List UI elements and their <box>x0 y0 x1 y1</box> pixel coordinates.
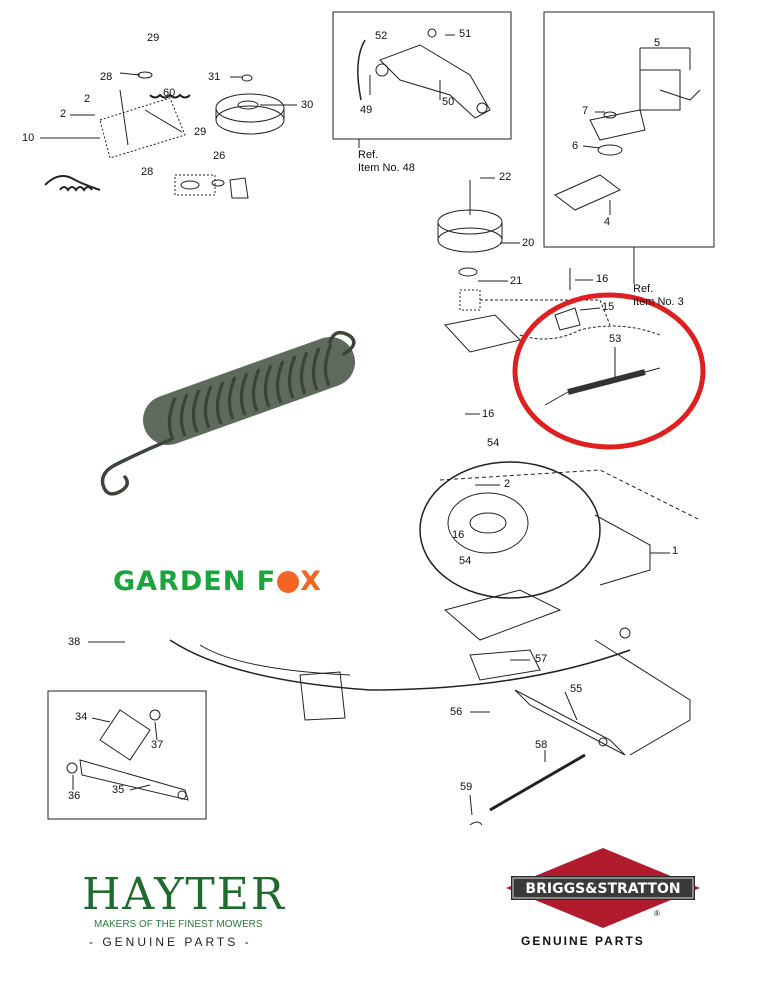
callout-49: 49 <box>360 104 373 116</box>
callout-37: 37 <box>151 739 164 751</box>
callout-26: 26 <box>213 150 226 162</box>
hayter-tagline: MAKERS OF THE FINEST MOWERS <box>94 919 263 930</box>
callout-5: 5 <box>654 37 661 49</box>
callout-53: 53 <box>609 333 622 345</box>
callout-2a: 2 <box>84 93 91 105</box>
ref-48-line-1: Ref. <box>358 149 379 161</box>
spring-product-image <box>100 330 356 496</box>
callout-29a: 29 <box>147 32 160 44</box>
callout-52: 52 <box>375 30 388 42</box>
callout-29b: 29 <box>194 126 207 138</box>
callout-58: 58 <box>535 739 548 751</box>
ref-48-line-2: Item No. 48 <box>358 162 415 174</box>
inset-box-top-center <box>332 11 512 140</box>
callout-56: 56 <box>450 706 463 718</box>
callout-36: 36 <box>68 790 81 802</box>
callout-38: 38 <box>68 636 81 648</box>
ref-item-3: Ref. Item No. 3 <box>633 283 684 309</box>
ref-3-line-2: Item No. 3 <box>633 296 684 308</box>
callout-31: 31 <box>208 71 221 83</box>
ref-3-line-1: Ref. <box>633 283 654 295</box>
hayter-genuine-parts: - GENUINE PARTS - <box>89 935 252 949</box>
callout-54a: 54 <box>487 437 500 449</box>
callout-2c: 2 <box>504 478 511 490</box>
garden-fox-text-part2: X <box>300 566 322 597</box>
fox-head-icon <box>277 571 300 593</box>
callout-1: 1 <box>672 545 679 557</box>
callout-22: 22 <box>499 171 512 183</box>
callout-16a: 16 <box>596 273 609 285</box>
callout-28a: 28 <box>100 71 113 83</box>
callout-16c: 16 <box>452 529 465 541</box>
inset-box-bottom-left <box>47 690 207 820</box>
callout-20: 20 <box>522 237 535 249</box>
callout-30: 30 <box>301 99 314 111</box>
callout-35: 35 <box>112 784 125 796</box>
callout-16b: 16 <box>482 408 495 420</box>
callout-28b: 28 <box>141 166 154 178</box>
callout-59: 59 <box>460 781 473 793</box>
callout-21: 21 <box>510 275 523 287</box>
callout-50: 50 <box>442 96 455 108</box>
hayter-logo: HAYTER <box>82 869 287 920</box>
briggs-genuine-parts: GENUINE PARTS <box>521 934 645 948</box>
ref-item-48: Ref. Item No. 48 <box>358 149 415 175</box>
callout-2b: 2 <box>60 108 67 120</box>
briggs-registered-mark: ® <box>654 909 660 918</box>
callout-6: 6 <box>572 140 579 152</box>
garden-fox-logo: GARDEN F X <box>113 566 322 597</box>
callout-51: 51 <box>459 28 472 40</box>
callout-57: 57 <box>535 653 548 665</box>
callout-34: 34 <box>75 711 88 723</box>
callout-7: 7 <box>582 105 589 117</box>
callout-60: 60 <box>163 87 176 99</box>
highlight-circle <box>512 292 706 450</box>
briggs-stratton-name: BRIGGS&STRATTON <box>525 881 681 897</box>
inset-box-top-right <box>543 11 715 248</box>
briggs-stratton-logo-shape <box>506 848 700 928</box>
callout-55: 55 <box>570 683 583 695</box>
garden-fox-text-part1: GARDEN F <box>113 566 277 597</box>
callout-15: 15 <box>602 301 615 313</box>
callout-54b: 54 <box>459 555 472 567</box>
callout-10: 10 <box>22 132 35 144</box>
callout-4: 4 <box>604 216 611 228</box>
